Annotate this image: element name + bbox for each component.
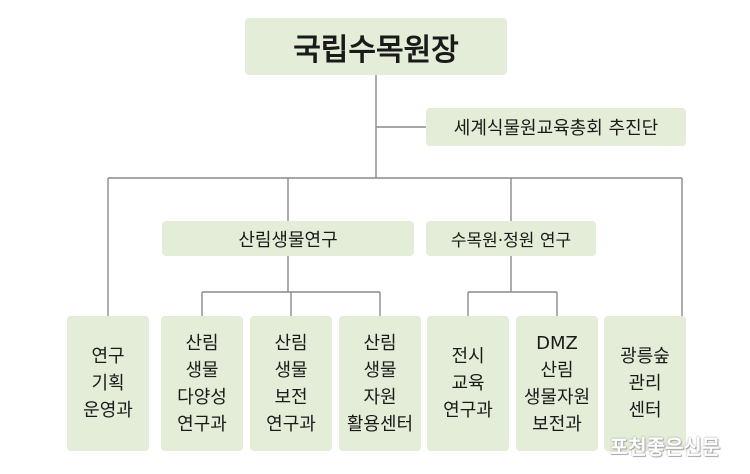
unit-label-line: 관리 [628, 373, 662, 394]
group-node-forest-bio: 산림생물연구 [162, 221, 414, 256]
unit-label-line: DMZ [536, 332, 578, 354]
root-node-director: 국립수목원장 [245, 18, 507, 75]
unit-label-line: 연구과 [443, 400, 493, 421]
unit-label-line: 연구과 [177, 413, 227, 435]
unit-label-line: 생물 [363, 359, 397, 381]
unit-label-line: 다양성 [177, 386, 227, 408]
unit-label-line: 산림 [185, 332, 219, 354]
unit-label-line: 활용센터 [346, 413, 414, 435]
unit-label-line: 전시 [451, 346, 485, 367]
watermark-logo: 포천좋은신문 [609, 434, 721, 459]
unit-label-line: 보전과 [532, 413, 582, 435]
unit-label-line: 교육 [451, 373, 485, 394]
unit-label-line: 광릉숲 [620, 346, 670, 367]
unit-label-line: 산림 [363, 332, 397, 354]
group-node-arboretum: 수목원·정원 연구 [426, 221, 596, 256]
unit-label-line: 기획 [91, 373, 125, 394]
unit-label-line: 보전 [274, 386, 308, 408]
unit-label-line: 산림 [274, 332, 308, 354]
unit-label-line: 자원 [363, 386, 397, 408]
unit-label-line: 생물자원 [523, 386, 591, 408]
sub-node-task-force: 세계식물원교육총회 추진단 [426, 108, 686, 146]
unit-label-line: 생물 [274, 359, 308, 381]
unit-label-line: 생물 [185, 359, 219, 381]
unit-label-line: 연구 [91, 346, 125, 367]
unit-label-line: 센터 [628, 400, 662, 421]
unit-label-line: 연구과 [266, 413, 316, 435]
unit-label-line: 운영과 [83, 400, 133, 421]
unit-label-line: 산림 [540, 359, 574, 381]
